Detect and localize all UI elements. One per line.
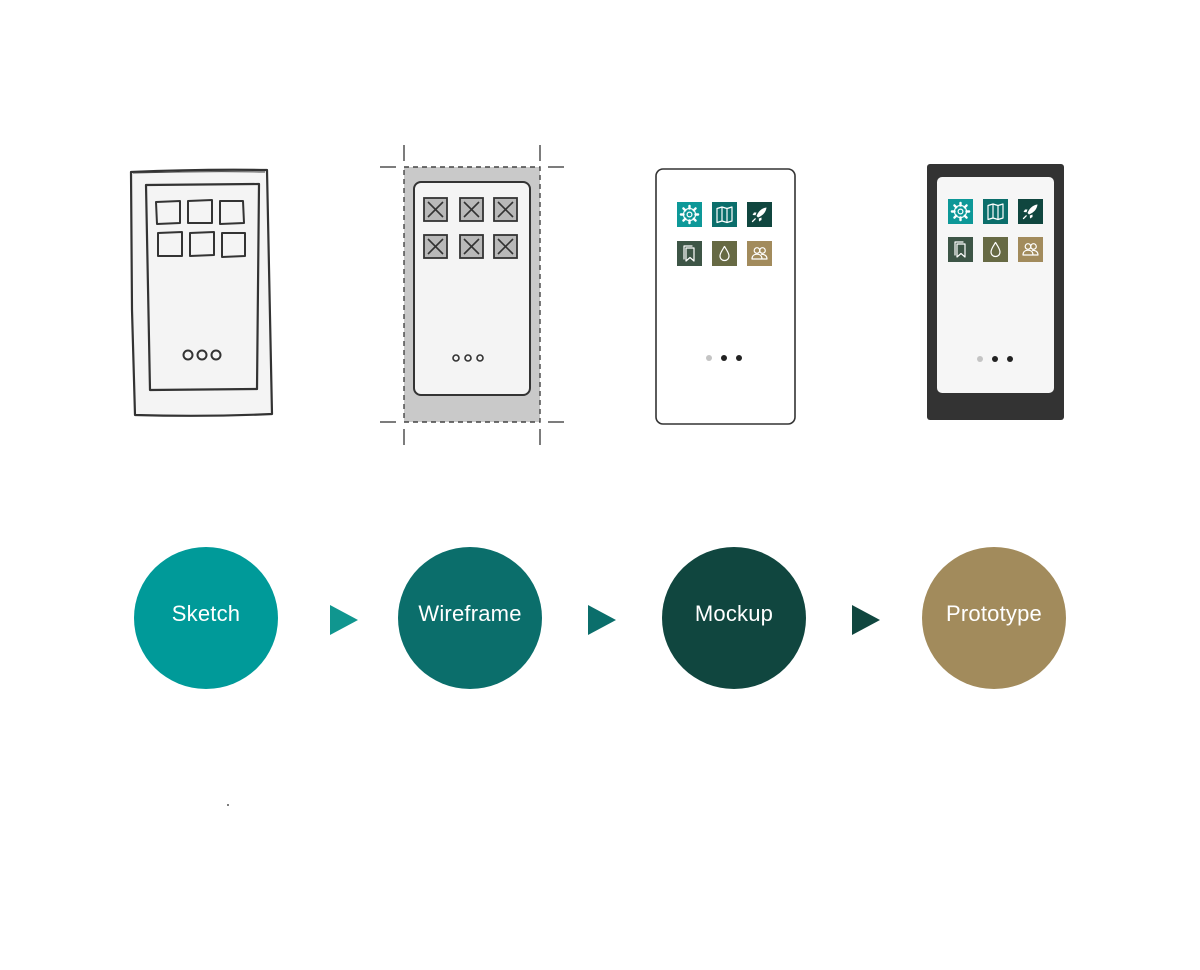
users-icon (747, 241, 772, 266)
map-icon (712, 202, 737, 227)
drop-icon (983, 237, 1008, 262)
image-placeholder-icon (423, 197, 448, 222)
image-placeholder-icon (459, 197, 484, 222)
rocket-icon (1018, 199, 1043, 224)
arrow-right-icon (330, 605, 358, 635)
wireframe-phone (378, 143, 568, 448)
rocket-icon (747, 202, 772, 227)
prototype-stage-circle: Prototype (922, 547, 1066, 689)
bookmark-icon (948, 237, 973, 262)
users-icon (1018, 237, 1043, 262)
wireframe-stage-label: Wireframe (418, 601, 522, 626)
sketch-tile-2 (187, 199, 213, 224)
arrow-right-icon (852, 605, 880, 635)
image-placeholder-icon (423, 234, 448, 259)
mockup-stage-label: Mockup (694, 601, 774, 626)
drop-icon (712, 241, 737, 266)
sketch-phone (120, 160, 290, 430)
sketch-tile-3 (219, 200, 245, 225)
prototype-phone (926, 163, 1066, 422)
sketch-tile-5 (189, 231, 215, 257)
gear-icon (948, 199, 973, 224)
image-placeholder-icon (493, 197, 518, 222)
mockup-stage-circle: Mockup (662, 547, 806, 689)
gear-icon (677, 202, 702, 227)
sketch-stage-label: Sketch (171, 601, 241, 626)
sketch-tile-6 (221, 232, 246, 258)
wireframe-stage-circle: Wireframe (398, 547, 542, 689)
image-placeholder-icon (493, 234, 518, 259)
sketch-stage-circle: Sketch (134, 547, 278, 689)
sketch-tile-1 (155, 200, 181, 225)
map-icon (983, 199, 1008, 224)
arrow-right-icon (588, 605, 616, 635)
stray-mark (227, 804, 229, 806)
image-placeholder-icon (459, 234, 484, 259)
prototype-stage-label: Prototype (946, 601, 1042, 626)
sketch-tile-4 (157, 231, 183, 257)
bookmark-icon (677, 241, 702, 266)
mockup-phone (655, 168, 797, 426)
